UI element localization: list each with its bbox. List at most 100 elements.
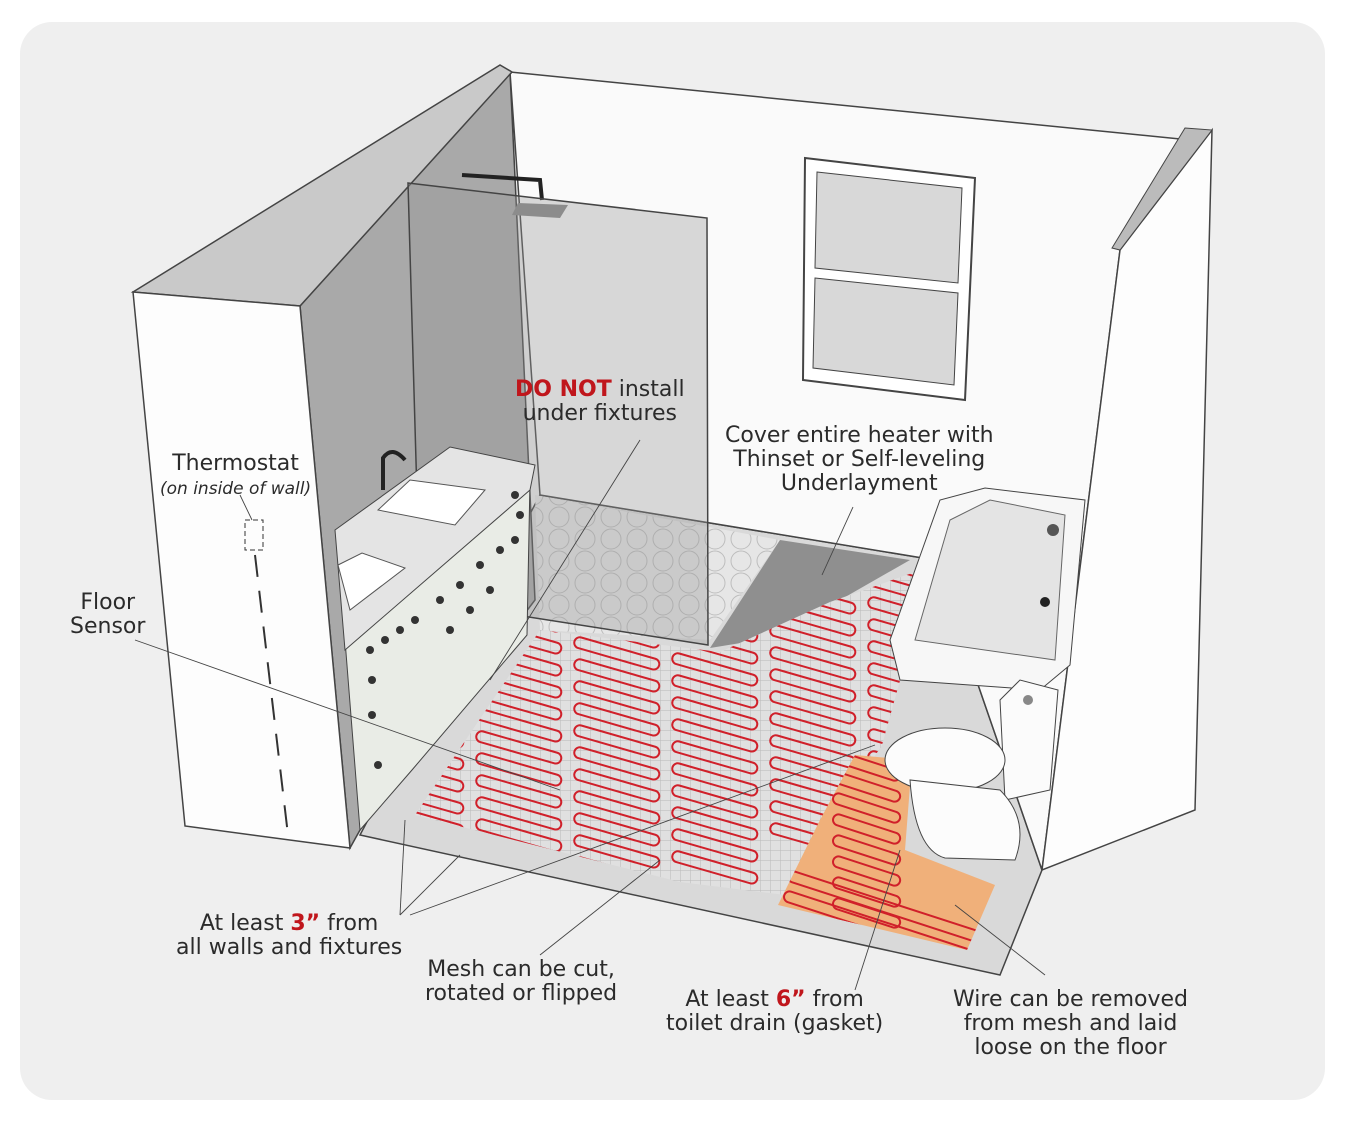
- heating-wire-loop: [769, 624, 857, 659]
- heating-wire-loop: [671, 762, 759, 797]
- label-text: Thinset or Self-leveling: [733, 447, 986, 472]
- label-text: loose on the floor: [974, 1035, 1167, 1060]
- cabinet-knob: [466, 606, 474, 614]
- heating-wire-loop: [573, 834, 661, 869]
- heating-wire-loop: [475, 884, 563, 895]
- underlayment-patch: [710, 540, 910, 648]
- label-highlight: 6”: [775, 987, 806, 1012]
- heating-wire-loop: [279, 962, 367, 997]
- heating-wire-loop: [475, 906, 563, 941]
- heating-wire-loop: [671, 674, 759, 709]
- heating-wire-loop: [181, 990, 269, 1025]
- vanity-top: [334, 446, 536, 652]
- cabinet-knob: [396, 626, 404, 634]
- heating-wire-loop: [769, 646, 857, 681]
- heating-wire-loop: [573, 812, 661, 847]
- heating-wire-loop: [181, 968, 269, 1003]
- heating-wire-loop: [279, 874, 367, 909]
- heating-wire-loop: [573, 658, 661, 693]
- cabinet-knob: [368, 711, 376, 719]
- heating-wire-loop: [671, 828, 759, 863]
- faucet: [381, 450, 407, 490]
- heating-wire-loop: [832, 792, 902, 824]
- label-text: rotated or flipped: [425, 981, 618, 1006]
- thermostat-box: [244, 519, 264, 551]
- leader-lines: [134, 439, 1046, 991]
- heating-wire-loop: [475, 796, 563, 831]
- label-text: Wire can be removed: [953, 987, 1188, 1012]
- cabinet-knob: [511, 491, 519, 499]
- heating-wire-loop: [573, 702, 661, 737]
- heating-wire-loop: [769, 690, 857, 725]
- thermostat-wire: [254, 554, 289, 836]
- cabinet-knob: [374, 761, 382, 769]
- heating-wire-loop: [573, 636, 661, 671]
- heating-wire-loop: [475, 774, 563, 809]
- heating-wire-loop: [573, 746, 661, 781]
- heating-wire-loop: [671, 806, 759, 841]
- label-text: At least: [685, 987, 776, 1012]
- label-highlight: 3”: [290, 911, 321, 936]
- cabinet-knob: [476, 561, 484, 569]
- cabinet-knob: [381, 636, 389, 644]
- cabinet-knob: [368, 676, 376, 684]
- heating-wire-loop: [867, 566, 932, 587]
- heating-wire-loop: [671, 850, 759, 885]
- heating-wire-loop: [475, 730, 563, 765]
- heating-wire-loop: [181, 858, 269, 893]
- heating-wire-loop: [573, 680, 661, 715]
- label-text: from: [805, 987, 864, 1012]
- heating-wire-loop: [415, 868, 465, 895]
- toilet-tank: [999, 679, 1059, 801]
- toilet-seat: [884, 727, 1006, 793]
- heating-wire-loop: [769, 668, 857, 703]
- heating-wire-loop: [181, 880, 269, 915]
- shower-head: [461, 173, 544, 201]
- label-text: Sensor: [70, 614, 146, 639]
- heating-wire-loop: [181, 836, 269, 871]
- label-text: from: [320, 911, 379, 936]
- heating-wire-loop: [832, 876, 902, 908]
- heating-wire-loop: [475, 818, 563, 853]
- label-text: toilet drain (gasket): [666, 1011, 884, 1036]
- left-front-wall: [132, 291, 351, 849]
- heating-wire-loop: [671, 718, 759, 753]
- heating-wire-loop: [671, 740, 759, 775]
- heating-wire-loop: [671, 652, 759, 687]
- label-text: Cover entire heater with: [725, 423, 994, 448]
- label-text: all walls and fixtures: [176, 935, 403, 960]
- cabinet-knob: [496, 546, 504, 554]
- label-text: Floor: [80, 590, 136, 615]
- cabinet-knob: [366, 646, 374, 654]
- cabinet-knobs: [366, 491, 524, 769]
- heating-wire-loop: [832, 855, 902, 887]
- label-text: At least: [199, 911, 291, 936]
- heating-wire-loop: [573, 790, 661, 825]
- label-text: install: [611, 377, 685, 402]
- sink: [376, 479, 486, 526]
- label-text: Mesh can be cut,: [427, 957, 615, 982]
- cabinet-knob: [516, 511, 524, 519]
- cabinet-knob: [456, 581, 464, 589]
- cabinet-knob: [436, 596, 444, 604]
- heating-wire-loop: [573, 768, 661, 803]
- heating-wire-loop: [832, 834, 902, 866]
- label-text: Thermostat: [172, 451, 299, 476]
- heating-wire-loop: [573, 724, 661, 759]
- toilet-base: [909, 779, 1021, 861]
- cabinet-knob: [446, 626, 454, 634]
- label-text: from mesh and laid: [963, 1011, 1178, 1036]
- sink-2: [337, 552, 407, 611]
- cabinet-knob: [411, 616, 419, 624]
- label-text: Underlayment: [780, 471, 938, 496]
- label-highlight: DO NOT: [515, 377, 612, 402]
- heating-wire-loop: [832, 813, 902, 845]
- label-thermostat: Thermostat(on inside of wall): [160, 452, 311, 500]
- label-mesh: Mesh can be cut,rotated or flipped: [425, 958, 617, 1006]
